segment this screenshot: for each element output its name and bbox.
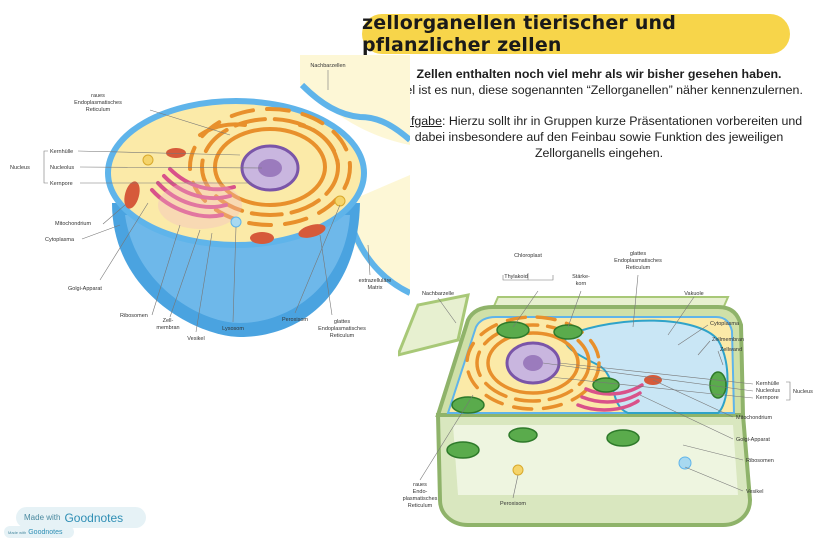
vesicle xyxy=(230,216,242,228)
plant-label-glattes-3: Reticulum xyxy=(626,265,651,271)
label-glattes-er-2: Endoplasmatisches xyxy=(318,326,366,332)
mitochondrion-4 xyxy=(166,148,186,158)
plant-label-chloroplast: Chloroplast xyxy=(514,253,542,259)
plant-cell-diagram: Chloroplast Thylakoid Stärke- korn glatt… xyxy=(398,251,813,527)
label-nucleus: Nucleus xyxy=(10,165,30,171)
label-ribosomen: Ribosomen xyxy=(120,313,148,319)
label-nachbarzellen: Nachbarzellen xyxy=(310,63,345,69)
plant-label-mitochondrium: Mitochondrium xyxy=(736,415,772,421)
label-golgi: Golgi-Apparat xyxy=(68,286,102,292)
intro-text: Zellen enthalten noch viel mehr als wir … xyxy=(395,66,803,161)
label-raues-er-1: raues xyxy=(91,93,105,99)
plant-label-cytoplasma: Cytoplasma xyxy=(710,321,740,327)
label-kernpore: Kernpore xyxy=(50,181,73,187)
plant-label-golgi: Golgi-Apparat xyxy=(736,437,770,443)
goodnotes-badge: Made with Goodnotes xyxy=(16,507,146,528)
plant-label-glattes-1: glattes xyxy=(630,251,646,257)
badge-made-with: Made with xyxy=(24,513,61,522)
plant-neighbor-cell xyxy=(398,293,470,357)
badge-small-made-with: Made with xyxy=(8,529,27,535)
plant-label-staerke-1: Stärke- xyxy=(572,274,590,280)
intro-task: Aufgabe: Hierzu sollt ihr in Gruppen kur… xyxy=(395,113,803,161)
label-zellmembran-2: membran xyxy=(156,325,179,331)
plant-label-ribosomen: Ribosomen xyxy=(746,458,774,464)
badge-brand: Goodnotes xyxy=(64,510,124,525)
plant-label-raues-3: plasmatisches xyxy=(403,496,438,502)
label-peroxisom: Peroxisom xyxy=(282,317,308,323)
label-glattes-er-3: Reticulum xyxy=(330,333,355,339)
mitochondrion-2 xyxy=(250,232,274,244)
page-title: zellorganellen tierischer und pflanzlich… xyxy=(362,12,790,56)
plant-label-nucleus: Nucleus xyxy=(793,389,813,395)
label-raues-er-2: Endoplasmatisches xyxy=(74,100,122,106)
vacuole xyxy=(564,319,729,414)
intro-goal: Ziel ist es nun, diese sogenannten “Zell… xyxy=(395,83,803,97)
plant-label-raues-2: Endo- xyxy=(413,489,428,495)
chloroplasts xyxy=(446,321,727,459)
plant-label-thylakoid: Thylakoid xyxy=(504,274,528,280)
label-cytoplasma: Cytoplasma xyxy=(45,237,75,243)
label-kernhuelle: Kernhülle xyxy=(50,149,73,155)
golgi-apparatus xyxy=(150,167,236,219)
plant-label-vesikel: Vesikel xyxy=(746,489,763,495)
cell-lower-shade xyxy=(125,215,350,323)
nucleolus xyxy=(258,159,282,177)
neighbor-membrane xyxy=(299,82,410,143)
label-glattes-er-1: glattes xyxy=(334,319,350,325)
mitochondrion-3 xyxy=(298,224,326,238)
mitochondrion-1 xyxy=(124,181,140,209)
plant-golgi xyxy=(576,383,644,412)
plant-er xyxy=(465,315,601,411)
intro-bold: Zellen enthalten noch viel mehr als wir … xyxy=(416,67,782,81)
plant-label-glattes-2: Endoplasmatisches xyxy=(614,258,662,264)
plant-leader-lines xyxy=(419,273,791,499)
label-zellmembran-1: Zell- xyxy=(163,318,174,324)
rough-er xyxy=(188,107,352,227)
plant-vesicle xyxy=(678,456,692,470)
peroxisome xyxy=(334,195,346,207)
plant-label-raues-4: Reticulum xyxy=(408,503,433,509)
task-text: : Hierzu sollt ihr in Gruppen kurze Präs… xyxy=(414,114,803,160)
golgi-glow xyxy=(158,181,242,229)
plant-cell-lower-inner xyxy=(453,425,738,495)
badge-small-brand: Goodnotes xyxy=(28,528,63,536)
label-raues-er-3: Reticulum xyxy=(86,107,111,113)
plant-label-zellwand: Zellwand xyxy=(720,347,742,353)
plant-label-staerke-2: korn xyxy=(576,281,587,287)
label-lysosom: Lysosom xyxy=(222,326,244,332)
plant-label-vakuole: Vakuole xyxy=(684,291,703,297)
plant-nucleolus xyxy=(523,355,543,371)
lysosome xyxy=(142,154,154,166)
animal-leader-lines xyxy=(43,70,371,333)
plant-label-peroxisom: Peroxisom xyxy=(500,501,526,507)
animal-cell-diagram: Nachbarzellen raues Endoplasmatisches Re… xyxy=(10,55,410,342)
plant-label-kernpore: Kernpore xyxy=(756,395,779,401)
plant-label-kernhuelle: Kernhülle xyxy=(756,381,779,387)
label-matrix-1: extrazelluläre xyxy=(359,278,392,284)
plant-label-nucleolus: Nucleolus xyxy=(756,388,780,394)
plant-label-nachbarzelle: Nachbarzelle xyxy=(422,291,454,297)
plant-peroxisome xyxy=(512,464,524,476)
plant-label-raues-1: raues xyxy=(413,482,427,488)
label-vesikel: Vesikel xyxy=(187,336,204,342)
plant-label-zellmembran: Zellmembran xyxy=(712,337,744,343)
label-nucleolus: Nucleolus xyxy=(50,165,74,171)
label-mitochondrium: Mitochondrium xyxy=(55,221,91,227)
goodnotes-badge-small: Made with Goodnotes xyxy=(4,526,74,538)
label-matrix-2: Matrix xyxy=(368,285,383,291)
